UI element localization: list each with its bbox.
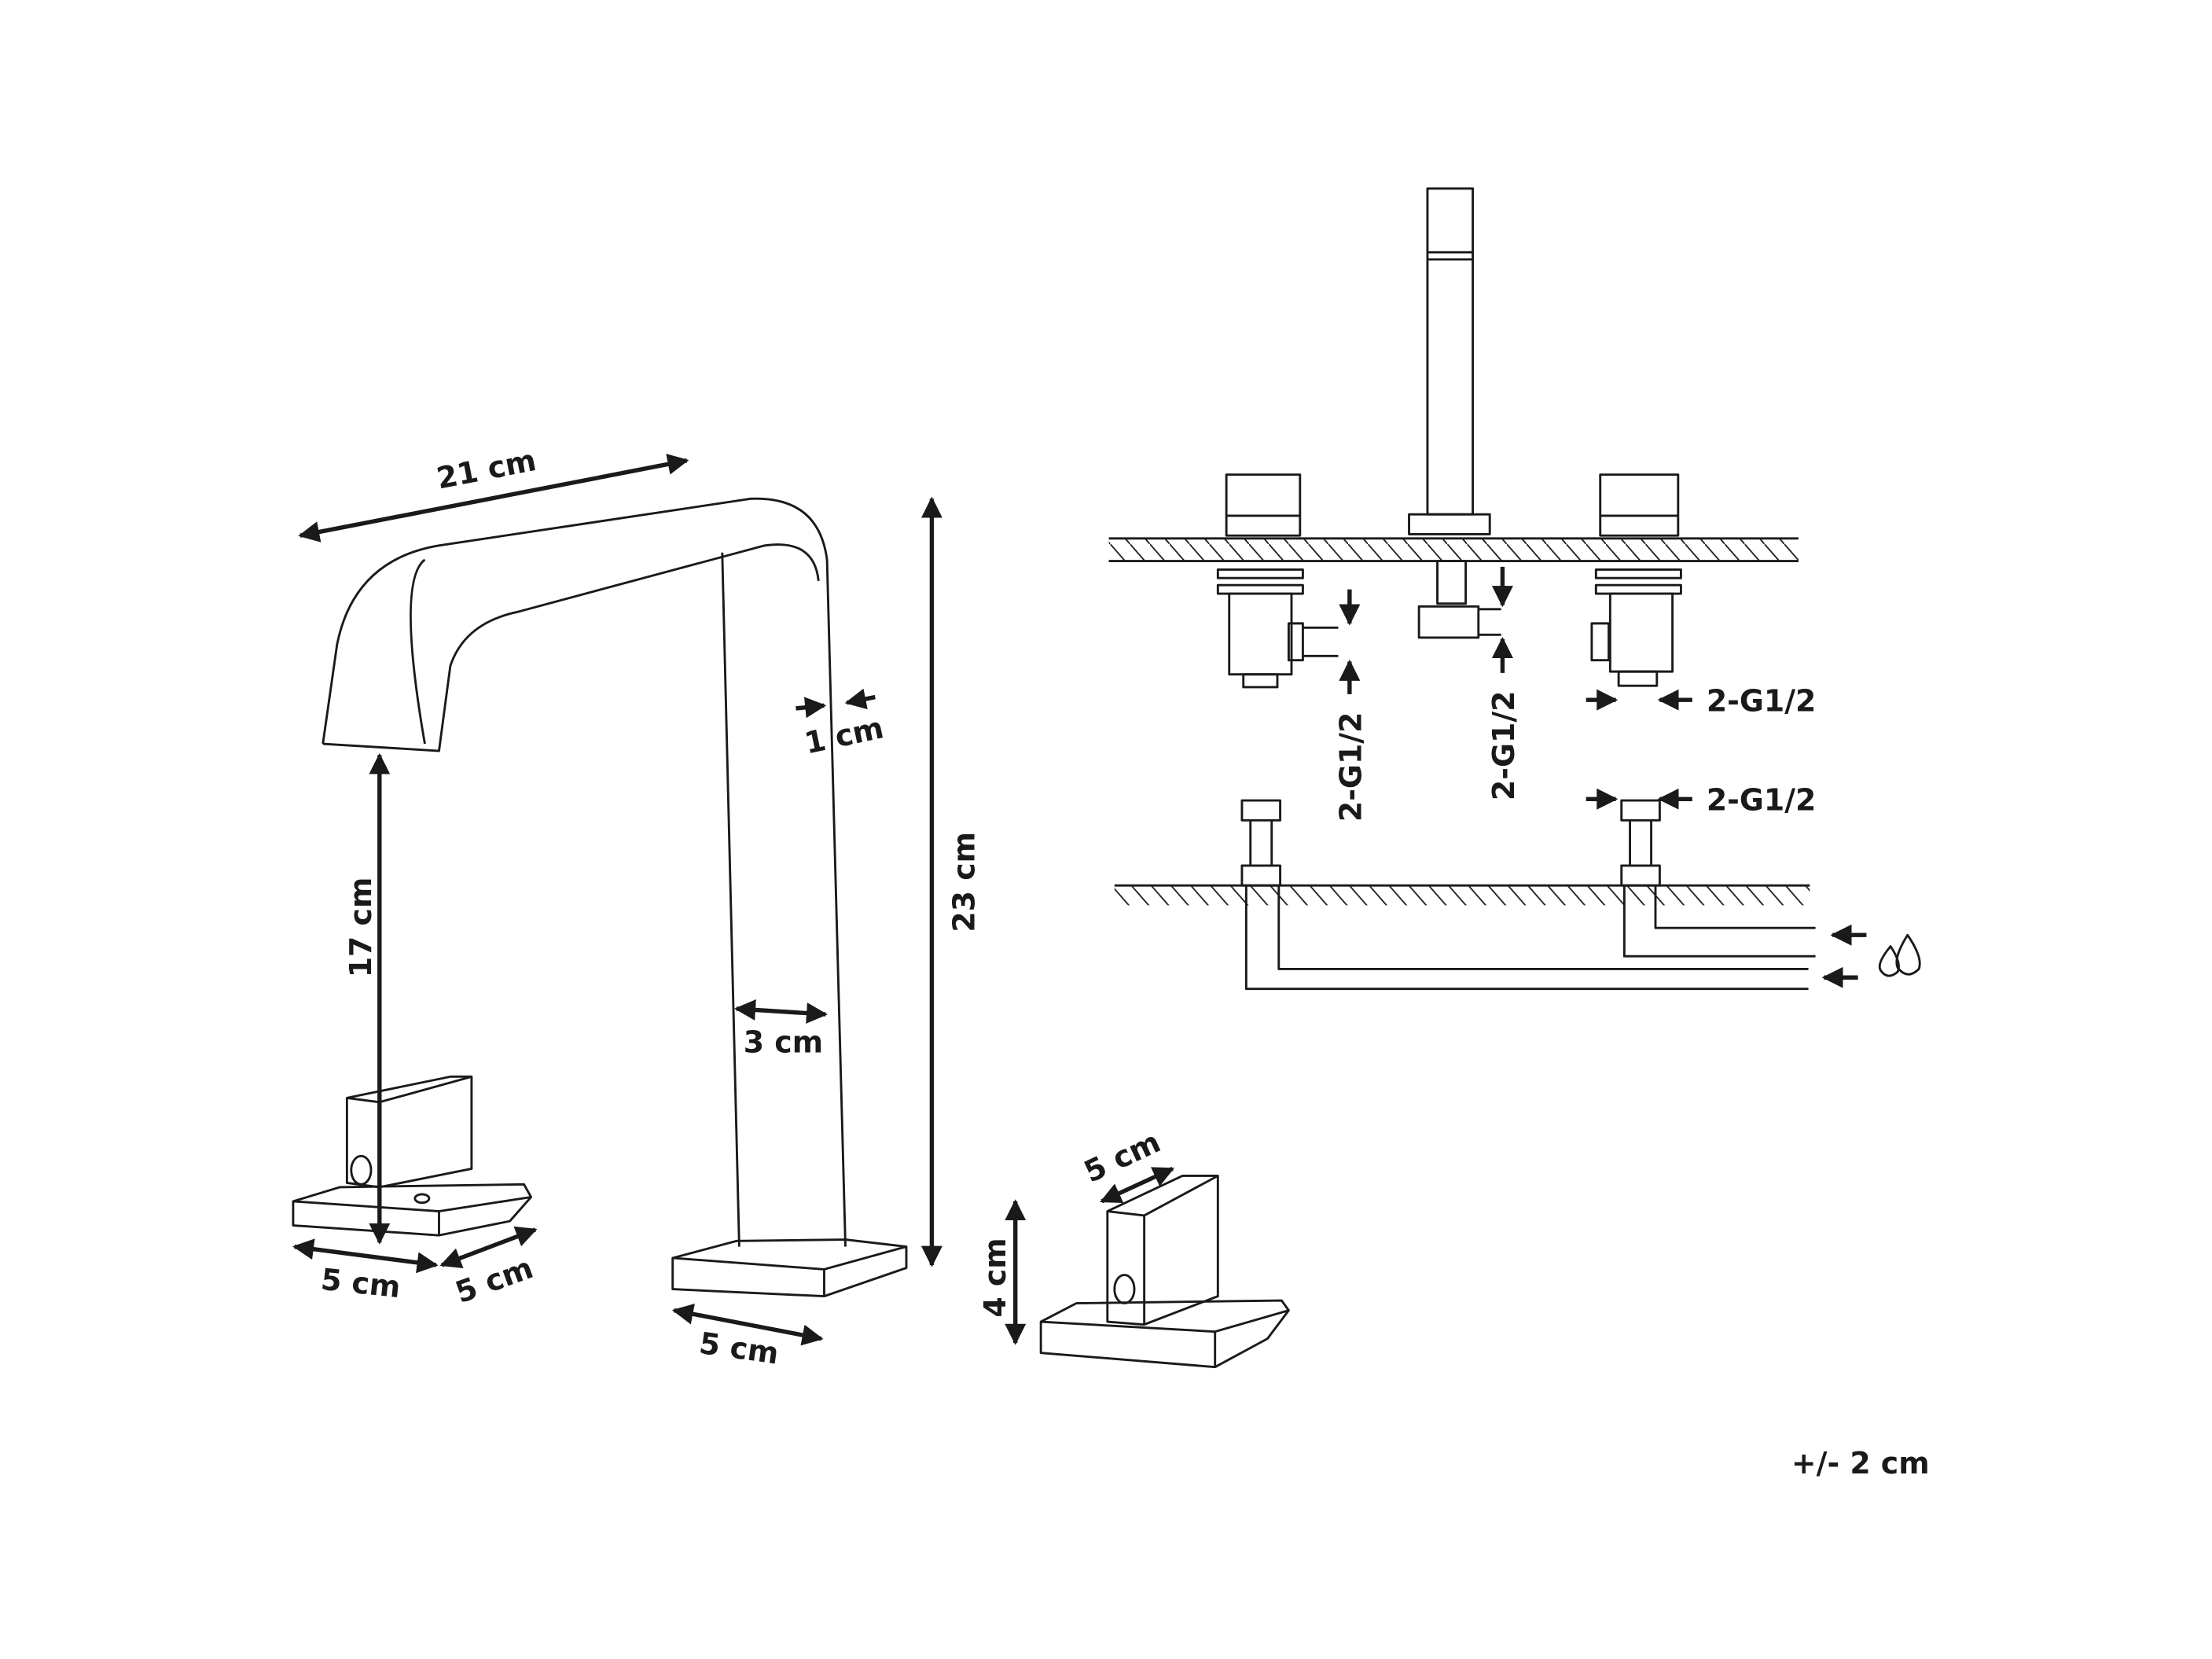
right-handle-drawing xyxy=(1039,1175,1290,1369)
installation-diagram xyxy=(1108,187,1921,991)
connector-label-left: 2-G1/2 xyxy=(1333,712,1368,822)
spout-length-label: 21 cm xyxy=(434,443,539,496)
connector-label-right-bottom: 2-G1/2 xyxy=(1707,783,1817,818)
dimension-lines xyxy=(292,454,1175,1346)
clearance-label: 17 cm xyxy=(344,877,378,978)
spout-height-label: 23 cm xyxy=(946,832,981,932)
tolerance-label: +/- 2 cm xyxy=(1791,1446,1930,1481)
left-handle-drawing xyxy=(292,1075,533,1237)
left-base-width-label: 5 cm xyxy=(319,1262,402,1304)
wall-thickness-label: 1 cm xyxy=(802,710,887,760)
spout-width-label: 3 cm xyxy=(744,1025,823,1060)
spout-base-label: 5 cm xyxy=(697,1326,781,1371)
right-handle-height-label: 4 cm xyxy=(978,1238,1012,1317)
left-base-depth-label: 5 cm xyxy=(451,1250,538,1310)
connector-label-right-top: 2-G1/2 xyxy=(1707,684,1817,719)
water-drops-icon xyxy=(1878,933,1921,977)
spout-drawing xyxy=(322,497,908,1298)
connector-label-center: 2-G1/2 xyxy=(1486,691,1521,801)
